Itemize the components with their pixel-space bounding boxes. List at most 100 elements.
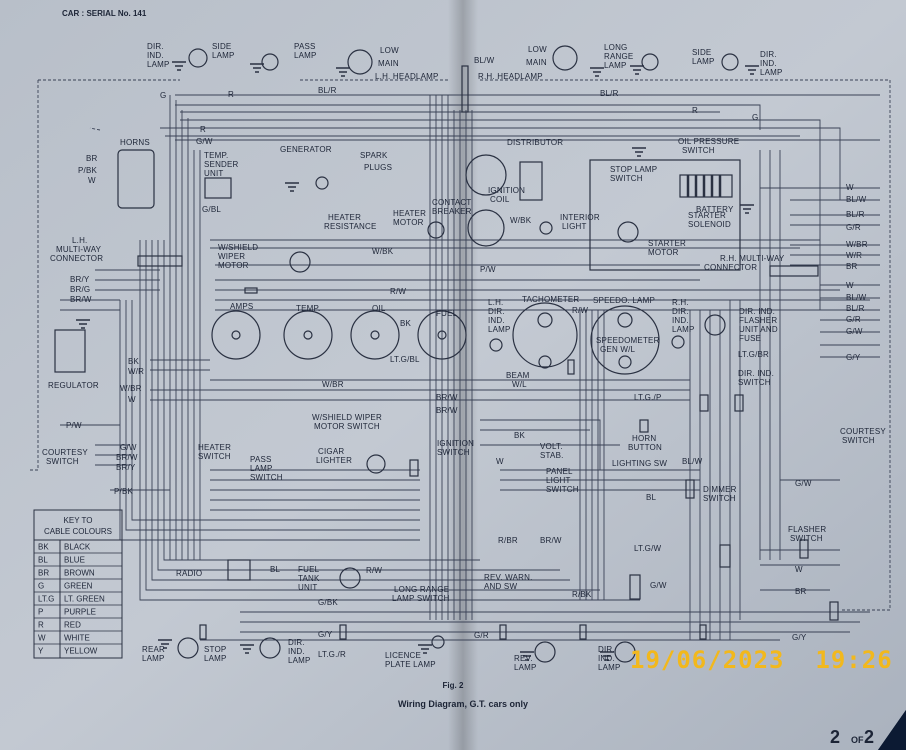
svg-text:PLATE LAMP: PLATE LAMP bbox=[385, 660, 436, 669]
svg-text:MAIN: MAIN bbox=[526, 58, 547, 67]
svg-text:LT.G/W: LT.G/W bbox=[634, 544, 662, 553]
key-colour-name: YELLOW bbox=[64, 647, 98, 656]
svg-text:IND.: IND. bbox=[147, 51, 164, 60]
svg-text:BL: BL bbox=[646, 493, 657, 502]
regulator-label: REGULATOR bbox=[48, 381, 99, 390]
svg-text:UNIT: UNIT bbox=[298, 583, 317, 592]
svg-text:BK: BK bbox=[128, 357, 140, 366]
svg-text:W/L: W/L bbox=[512, 380, 527, 389]
svg-text:UNIT: UNIT bbox=[204, 169, 223, 178]
key-title-1: KEY TO bbox=[64, 516, 93, 525]
rh-dir-ind-label: R.H. bbox=[672, 298, 689, 307]
svg-text:SWITCH: SWITCH bbox=[437, 448, 470, 457]
svg-text:FUSE: FUSE bbox=[739, 334, 761, 343]
svg-text:LAMP: LAMP bbox=[294, 51, 317, 60]
svg-text:CONNECTOR: CONNECTOR bbox=[704, 263, 757, 272]
svg-text:R: R bbox=[228, 90, 234, 99]
wiper-motor-label: W/SHIELD bbox=[218, 243, 258, 252]
svg-text:LAMP: LAMP bbox=[488, 325, 511, 334]
svg-text:G: G bbox=[160, 91, 166, 100]
svg-text:RESISTANCE: RESISTANCE bbox=[324, 222, 377, 231]
svg-text:BK: BK bbox=[514, 431, 526, 440]
svg-text:RANGE: RANGE bbox=[604, 52, 633, 61]
harness-wires bbox=[60, 94, 880, 641]
svg-text:W/BR: W/BR bbox=[846, 240, 868, 249]
key-code: BK bbox=[38, 543, 49, 552]
generator-label: GENERATOR bbox=[280, 145, 332, 154]
svg-text:SWITCH: SWITCH bbox=[46, 457, 79, 466]
ground-symbols bbox=[76, 61, 759, 661]
key-code: G bbox=[38, 582, 44, 591]
svg-text:BL/R: BL/R bbox=[600, 89, 619, 98]
svg-text:P/W: P/W bbox=[66, 421, 82, 430]
key-code: BL bbox=[38, 556, 48, 565]
svg-text:BR: BR bbox=[795, 587, 807, 596]
rh-headlamp-low: LOW bbox=[528, 45, 547, 54]
key-colour-name: GREEN bbox=[64, 582, 93, 591]
svg-text:LAMP: LAMP bbox=[250, 464, 273, 473]
svg-text:LT.G./P: LT.G./P bbox=[634, 393, 661, 402]
page-current: 2 bbox=[830, 727, 840, 747]
distributor-label: DISTRIBUTOR bbox=[507, 138, 563, 147]
component-labels: DIR. IND. LAMP SIDE LAMP PASS LAMP LOW M… bbox=[42, 42, 886, 672]
svg-text:LAMP: LAMP bbox=[604, 61, 627, 70]
svg-text:LAMP: LAMP bbox=[514, 663, 537, 672]
svg-text:W: W bbox=[795, 565, 803, 574]
fuel-tank-unit-label: FUEL bbox=[298, 565, 320, 574]
svg-text:R/W: R/W bbox=[572, 306, 588, 315]
svg-text:LIGHT: LIGHT bbox=[546, 476, 571, 485]
key-code: P bbox=[38, 608, 43, 617]
svg-text:W: W bbox=[496, 457, 504, 466]
svg-text:LIGHTER: LIGHTER bbox=[316, 456, 352, 465]
svg-text:BREAKER: BREAKER bbox=[432, 207, 472, 216]
svg-text:LAMP: LAMP bbox=[142, 654, 165, 663]
svg-text:P/W: P/W bbox=[480, 265, 496, 274]
gauge-cluster bbox=[211, 302, 660, 375]
svg-text:G/Y: G/Y bbox=[318, 630, 333, 639]
figure-number: Fig. 2 bbox=[443, 681, 464, 690]
svg-text:BR/W: BR/W bbox=[436, 393, 458, 402]
temp-gauge-label: TEMP. bbox=[296, 304, 320, 313]
heater-resistance-label: HEATER bbox=[328, 213, 361, 222]
svg-text:G/Y: G/Y bbox=[846, 353, 861, 362]
page-total: 2 bbox=[864, 727, 874, 747]
stop-lamp-switch-label: STOP LAMP bbox=[610, 165, 657, 174]
svg-text:FLASHER: FLASHER bbox=[739, 316, 777, 325]
key-code: LT.G bbox=[38, 595, 54, 604]
svg-text:SWITCH: SWITCH bbox=[198, 452, 231, 461]
lamp-symbols bbox=[177, 45, 739, 663]
speedometer-label: SPEEDOMETER bbox=[596, 336, 660, 345]
svg-text:P/BK: P/BK bbox=[114, 487, 133, 496]
svg-text:SWITCH: SWITCH bbox=[250, 473, 283, 482]
svg-text:BR/Y: BR/Y bbox=[70, 275, 90, 284]
rev-lamp-label: REV. bbox=[514, 654, 533, 663]
svg-text:G/R: G/R bbox=[474, 631, 489, 640]
volt-stab-label: VOLT. bbox=[540, 442, 563, 451]
svg-text:BR/G: BR/G bbox=[70, 285, 90, 294]
svg-text:LAMP: LAMP bbox=[760, 68, 783, 77]
svg-text:BL/W: BL/W bbox=[682, 457, 703, 466]
svg-text:IND.: IND. bbox=[288, 647, 305, 656]
svg-text:W/BK: W/BK bbox=[510, 216, 532, 225]
svg-text:BR: BR bbox=[86, 154, 98, 163]
svg-text:R/BR: R/BR bbox=[498, 536, 518, 545]
svg-text:W: W bbox=[846, 183, 854, 192]
svg-text:R/BK: R/BK bbox=[572, 590, 592, 599]
svg-text:SWITCH: SWITCH bbox=[703, 494, 736, 503]
rh-headlamp-label: R.H. HEADLAMP bbox=[478, 72, 543, 81]
svg-text:STAB.: STAB. bbox=[540, 451, 564, 460]
rear-lamp-label: REAR bbox=[142, 645, 165, 654]
svg-text:LAMP: LAMP bbox=[692, 57, 715, 66]
pass-lamp-label: PASS bbox=[294, 42, 316, 51]
svg-text:G/W: G/W bbox=[846, 327, 863, 336]
long-range-lamp-label: LONG bbox=[604, 43, 627, 52]
wiper-switch-label: W/SHIELD WIPER bbox=[312, 413, 382, 422]
svg-text:G/R: G/R bbox=[846, 315, 861, 324]
svg-text:W: W bbox=[88, 176, 96, 185]
svg-text:LT.G/BR: LT.G/BR bbox=[738, 350, 769, 359]
svg-text:W/BK: W/BK bbox=[372, 247, 394, 256]
licence-plate-lamp-label: LICENCE bbox=[385, 651, 421, 660]
svg-text:SWITCH: SWITCH bbox=[682, 146, 715, 155]
